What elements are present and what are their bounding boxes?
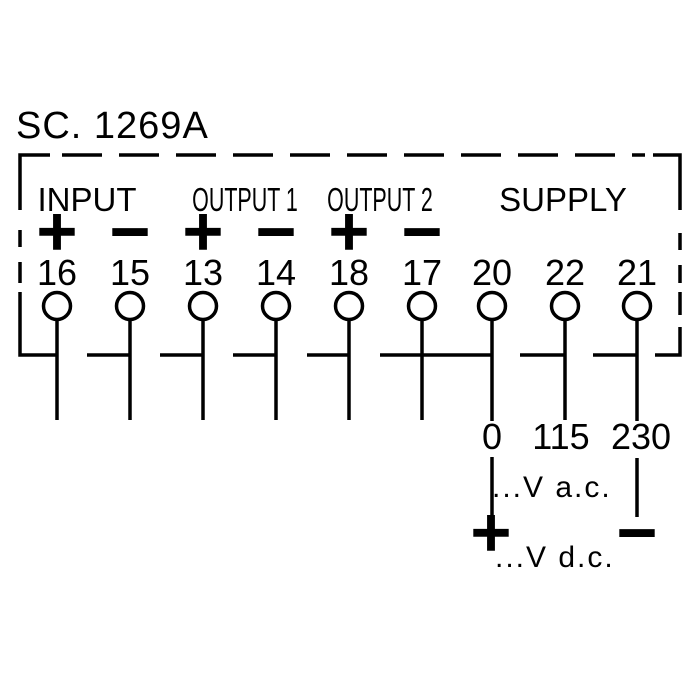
terminal-number-18: 18 [328, 252, 370, 293]
terminal-number-21: 21 [616, 252, 658, 293]
terminal-number-15: 15 [109, 252, 151, 293]
supply-dc-plus-symbol: + [468, 500, 515, 563]
supply-tap-label-230: 230 [610, 416, 672, 457]
terminal-circle-16 [41, 290, 73, 322]
section-label-supply: SUPPLY [499, 181, 627, 218]
section-label-output2: OUTPUT 2 [327, 181, 433, 218]
supply-tap-label-115: 115 [532, 416, 590, 457]
supply-ac-label: ...V a.c. [492, 471, 612, 504]
terminal-circle-17 [406, 290, 438, 322]
section-label-input: INPUT [37, 181, 137, 218]
box-corner-bottom-right [655, 327, 682, 357]
supply-dc-label: ...V d.c. [495, 541, 615, 574]
terminal-circle-22 [549, 290, 581, 322]
terminal-circle-15 [114, 290, 146, 322]
section-label-output1: OUTPUT 1 [192, 181, 298, 218]
terminal-circle-18 [333, 290, 365, 322]
box-corner-top-left [18, 153, 50, 210]
polarity-plus-terminal-18: + [326, 199, 373, 262]
terminal-circle-20 [476, 290, 508, 322]
supply-tap-label-0: 0 [481, 416, 503, 457]
box-corner-bottom-left [18, 292, 57, 357]
box-corner-top-right [653, 153, 682, 210]
polarity-plus-terminal-13: + [180, 199, 227, 262]
polarity-minus-terminal-17: − [399, 199, 446, 262]
supply-dc-minus-symbol: − [614, 500, 661, 563]
terminal-number-16: 16 [36, 252, 78, 293]
terminal-circle-13 [187, 290, 219, 322]
terminal-number-22: 22 [544, 252, 586, 293]
polarity-plus-terminal-16: + [34, 199, 81, 262]
terminal-number-20: 20 [471, 252, 513, 293]
terminal-number-13: 13 [182, 252, 224, 293]
drawing-title: SC. 1269A [16, 105, 209, 147]
polarity-minus-terminal-15: − [107, 199, 154, 262]
terminal-circle-21 [621, 290, 653, 322]
terminal-number-17: 17 [401, 252, 443, 293]
terminal-number-14: 14 [255, 252, 297, 293]
terminal-circle-14 [260, 290, 292, 322]
polarity-minus-terminal-14: − [253, 199, 300, 262]
